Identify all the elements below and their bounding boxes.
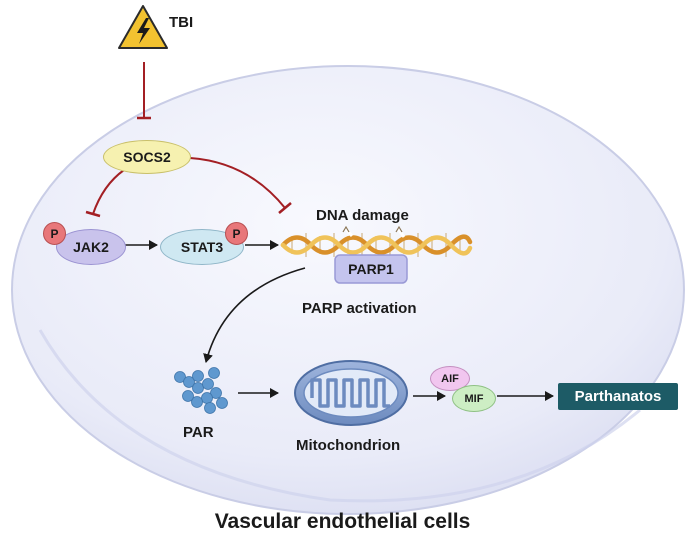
lightning-warning-icon — [118, 5, 168, 49]
mif-label: MIF — [464, 392, 484, 405]
par-label: PAR — [183, 424, 214, 441]
arrow-parp-to-par — [203, 267, 306, 363]
cell-caption: Vascular endothelial cells — [214, 510, 471, 533]
stat3-label: STAT3 — [180, 239, 224, 255]
mif-node: MIF — [452, 385, 496, 412]
inhibition-socs2-to-dna-damage — [189, 157, 292, 214]
jak2-label: JAK2 — [73, 239, 109, 255]
parp1-label: PARP1 — [348, 261, 394, 277]
jak2-phospho-badge: P — [43, 222, 66, 245]
socs2-node: SOCS2 — [103, 140, 191, 174]
inhibition-tbi-to-socs2 — [137, 62, 151, 120]
mitochondrion-icon — [294, 360, 408, 426]
mitochondrion-label: Mitochondrion — [296, 437, 401, 454]
aif-label: AIF — [441, 372, 459, 385]
endothelial-cell — [11, 65, 685, 515]
socs2-label: SOCS2 — [123, 149, 171, 165]
par-polymer-icon — [174, 367, 228, 414]
stat3-phospho-label: P — [232, 226, 241, 241]
parp1-label-box: PARP1 — [335, 255, 407, 283]
jak2-phospho-label: P — [50, 226, 59, 241]
dna-damage-label: DNA damage — [316, 207, 409, 224]
aif-node: AIF — [430, 366, 470, 391]
jak2-node: JAK2 — [56, 229, 126, 265]
parp1-shape — [334, 254, 408, 284]
parp-activation-label: PARP activation — [302, 300, 417, 317]
parthanatos-box: Parthanatos — [558, 383, 678, 410]
inhibition-socs2-to-jak2 — [85, 169, 125, 218]
trigger-label: TBI — [169, 14, 194, 31]
parthanatos-label: Parthanatos — [574, 388, 662, 405]
stat3-phospho-badge: P — [225, 222, 248, 245]
